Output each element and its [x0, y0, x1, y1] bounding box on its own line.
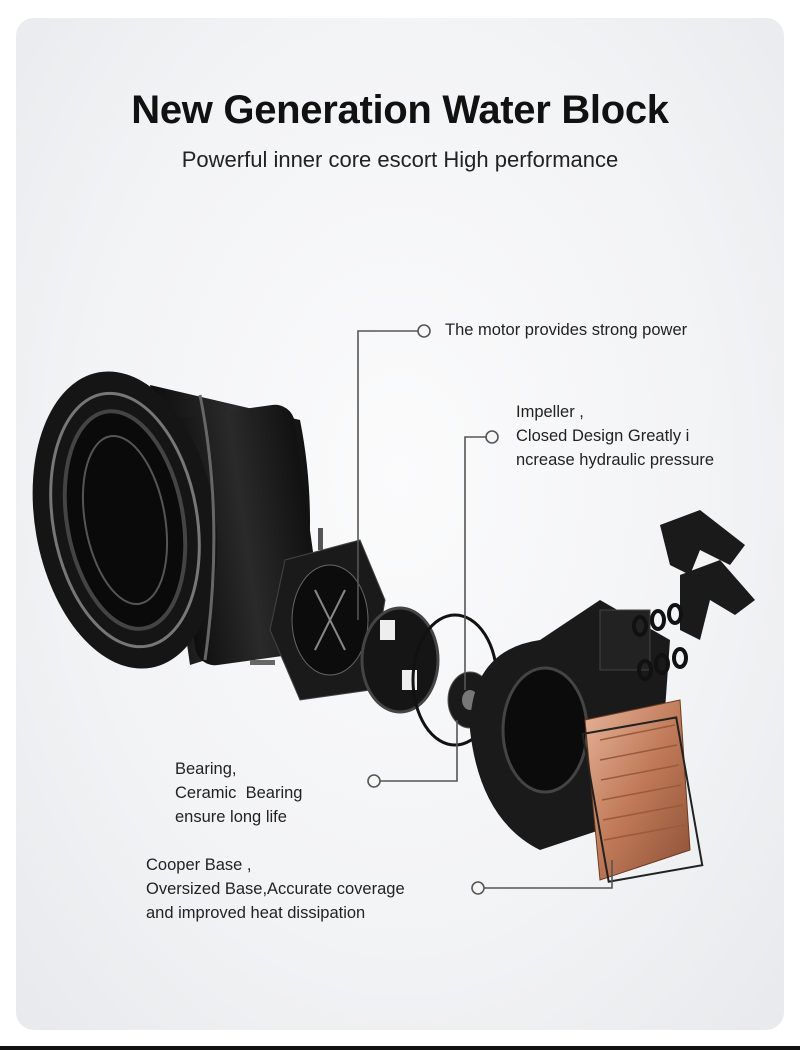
callout-impeller-line: Closed Design Greatly i — [516, 427, 690, 445]
pump-cap — [32, 371, 325, 669]
callout-base: Cooper Base , Oversized Base,Accurate co… — [146, 853, 405, 925]
fittings — [632, 510, 755, 681]
page-subtitle: Powerful inner core escort High performa… — [181, 147, 619, 172]
callout-base-line: Cooper Base , — [146, 856, 252, 874]
callout-bearing-line: ensure long life — [175, 808, 287, 826]
callout-impeller: Impeller , Closed Design Greatly i ncrea… — [516, 400, 714, 472]
callout-bearing-line: Bearing, — [175, 760, 237, 778]
callout-bearing-line: Ceramic Bearing — [175, 784, 303, 802]
impeller-part — [360, 606, 499, 747]
callout-impeller-line: Impeller , — [516, 403, 584, 421]
bottom-divider — [0, 1046, 800, 1050]
callout-impeller-line: ncrease hydraulic pressure — [516, 451, 715, 469]
callout-base-line: Oversized Base,Accurate coverage — [146, 880, 405, 898]
callout-base-line: and improved heat dissipation — [146, 904, 366, 922]
callout-bearing: Bearing, Ceramic Bearing ensure long lif… — [175, 757, 302, 829]
copper-base — [581, 699, 704, 883]
leader-lines — [357, 324, 613, 895]
page-title: New Generation Water Block — [131, 88, 669, 132]
callout-motor: The motor provides strong power — [445, 318, 687, 342]
callout-motor-line: The motor provides strong power — [445, 321, 688, 339]
